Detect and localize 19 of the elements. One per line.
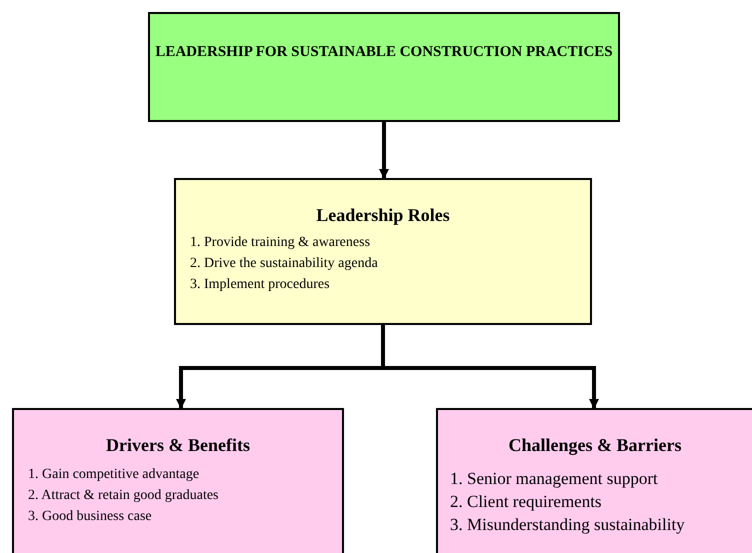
- list-item: 1. Provide training & awareness: [190, 235, 370, 251]
- process-box: [436, 408, 752, 553]
- list-item: 2. Attract & retain good graduates: [28, 488, 218, 504]
- process-box: [148, 12, 620, 122]
- list-item: 1. Senior management support: [450, 469, 658, 489]
- list-item: 1. Gain competitive advantage: [28, 467, 200, 483]
- arrow: [379, 122, 389, 179]
- box-heading: Challenges & Barriers: [508, 434, 682, 457]
- list-item: 2. Client requirements: [450, 492, 602, 512]
- list-item: 2. Drive the sustainability agenda: [190, 256, 378, 272]
- process-box: [174, 178, 592, 325]
- arrow: [381, 325, 599, 409]
- list-item: 3. Good business case: [28, 509, 152, 525]
- box-heading: Drivers & Benefits: [105, 434, 251, 457]
- box-heading: Leadership Roles: [315, 204, 451, 227]
- title-text: LEADERSHIP FOR SUSTAINABLE CONSTRUCTION PRACTICES: [154, 43, 614, 62]
- list-item: 3. Implement procedures: [190, 277, 330, 293]
- list-item: 3. Misunderstanding sustainability: [450, 515, 685, 535]
- process-box: [12, 408, 344, 553]
